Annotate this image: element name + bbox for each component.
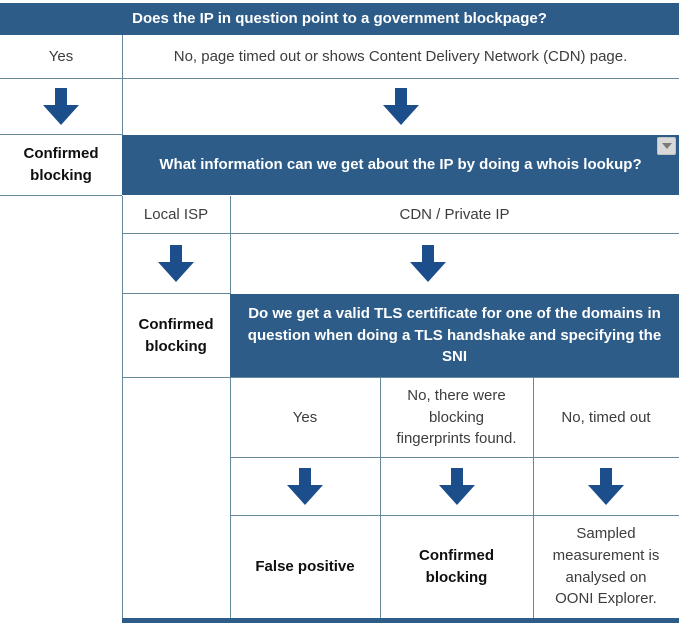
answer-tls-yes: Yes bbox=[292, 408, 318, 426]
question-tls-certificate: Do we get a valid TLS certificate for on… bbox=[230, 294, 679, 377]
table-border bbox=[380, 378, 381, 618]
table-border bbox=[0, 78, 679, 79]
collapse-dropdown-button[interactable] bbox=[657, 137, 676, 155]
table-border bbox=[533, 378, 534, 618]
result-confirmed-blocking-2: Confirmed blocking bbox=[138, 315, 214, 355]
down-arrow-icon bbox=[533, 458, 679, 515]
table-border bbox=[230, 515, 679, 516]
result-confirmed-blocking-1: Confirmed blocking bbox=[23, 145, 99, 184]
down-arrow-icon bbox=[122, 234, 230, 293]
down-arrow-icon bbox=[122, 79, 679, 134]
result-sampled-measurement: Sampled measurement is analysed on OONI … bbox=[552, 525, 660, 608]
table-border bbox=[122, 35, 123, 135]
question-whois-lookup: What information can we get about the IP… bbox=[122, 135, 679, 195]
down-arrow-icon bbox=[230, 458, 380, 515]
answer-yes-blockpage: Yes bbox=[48, 47, 74, 65]
answer-tls-timed-out: No, timed out bbox=[561, 408, 651, 426]
table-border bbox=[122, 233, 679, 234]
answer-cdn-private-ip: CDN / Private IP bbox=[399, 205, 510, 223]
dropdown-arrow-icon bbox=[661, 143, 672, 149]
answer-local-isp: Local ISP bbox=[143, 205, 209, 223]
table-border bbox=[122, 196, 123, 618]
table-border bbox=[230, 378, 231, 618]
answer-tls-blocking-fingerprints: No, there were blocking fingerprints fou… bbox=[396, 386, 517, 448]
question-whois-lookup-text: What information can we get about the IP… bbox=[159, 156, 642, 174]
table-border bbox=[122, 377, 679, 378]
down-arrow-icon bbox=[380, 458, 533, 515]
question-government-blockpage: Does the IP in question point to a gover… bbox=[0, 3, 679, 35]
answer-no-blockpage: No, page timed out or shows Content Deli… bbox=[173, 47, 628, 65]
table-border bbox=[122, 293, 230, 294]
table-border bbox=[230, 457, 679, 458]
result-confirmed-blocking-3: Confirmed blocking bbox=[419, 546, 494, 586]
down-arrow-icon bbox=[230, 234, 625, 293]
table-border bbox=[0, 134, 122, 135]
next-question-header-cutoff bbox=[122, 618, 679, 623]
down-arrow-icon bbox=[0, 79, 122, 134]
table-border bbox=[230, 196, 231, 294]
result-false-positive: False positive bbox=[255, 557, 355, 575]
table-border bbox=[0, 195, 122, 196]
